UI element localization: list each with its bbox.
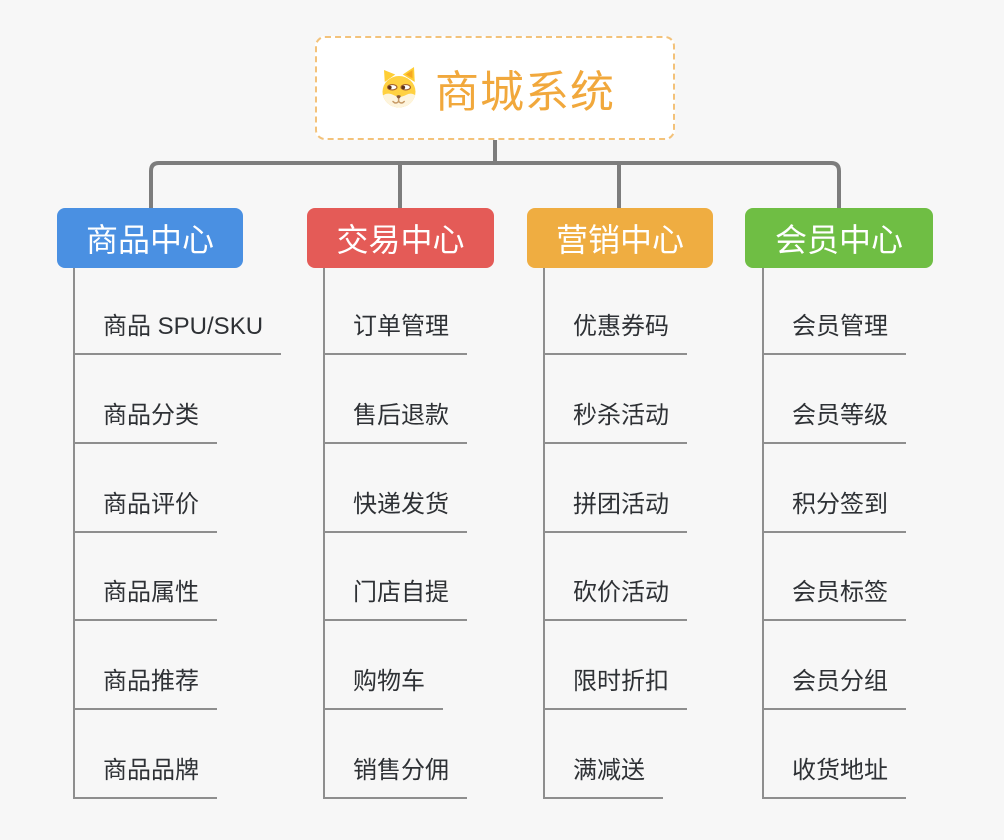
branch-node-trade-center[interactable]: 交易中心 [307, 208, 494, 268]
branch-item-3-1[interactable]: 会员等级 [762, 399, 906, 444]
branch-item-0-4[interactable]: 商品推荐 [73, 665, 217, 710]
branch-item-1-5[interactable]: 销售分佣 [323, 754, 467, 799]
branch-node-member-center[interactable]: 会员中心 [745, 208, 933, 268]
branch-node-product-center[interactable]: 商品中心 [57, 208, 243, 268]
dog-face-icon [375, 65, 423, 111]
branch-item-1-2[interactable]: 快递发货 [323, 488, 467, 533]
branch-item-0-0[interactable]: 商品 SPU/SKU [73, 310, 282, 355]
branch-item-3-5[interactable]: 收货地址 [762, 754, 906, 799]
branch-item-2-5[interactable]: 满减送 [543, 754, 663, 799]
branch-item-2-3[interactable]: 砍价活动 [543, 576, 687, 621]
branch-item-3-4[interactable]: 会员分组 [762, 665, 906, 710]
branch-item-1-3[interactable]: 门店自提 [323, 576, 467, 621]
branch-item-3-0[interactable]: 会员管理 [762, 310, 906, 355]
branch-item-2-4[interactable]: 限时折扣 [543, 665, 687, 710]
branch-item-0-2[interactable]: 商品评价 [73, 488, 217, 533]
branch-item-2-1[interactable]: 秒杀活动 [543, 399, 687, 444]
branch-item-2-2[interactable]: 拼团活动 [543, 488, 687, 533]
root-node[interactable]: 商城系统 [315, 36, 675, 140]
branch-item-1-1[interactable]: 售后退款 [323, 399, 467, 444]
branch-item-1-4[interactable]: 购物车 [323, 665, 443, 710]
branch-item-3-2[interactable]: 积分签到 [762, 488, 906, 533]
branch-item-0-5[interactable]: 商品品牌 [73, 754, 217, 799]
branch-item-0-1[interactable]: 商品分类 [73, 399, 217, 444]
branch-item-0-3[interactable]: 商品属性 [73, 576, 217, 621]
root-node-title: 商城系统 [435, 68, 615, 117]
branch-item-3-3[interactable]: 会员标签 [762, 576, 906, 621]
branch-item-2-0[interactable]: 优惠券码 [543, 310, 687, 355]
branch-item-1-0[interactable]: 订单管理 [323, 310, 467, 355]
branch-node-marketing-center[interactable]: 营销中心 [527, 208, 713, 268]
